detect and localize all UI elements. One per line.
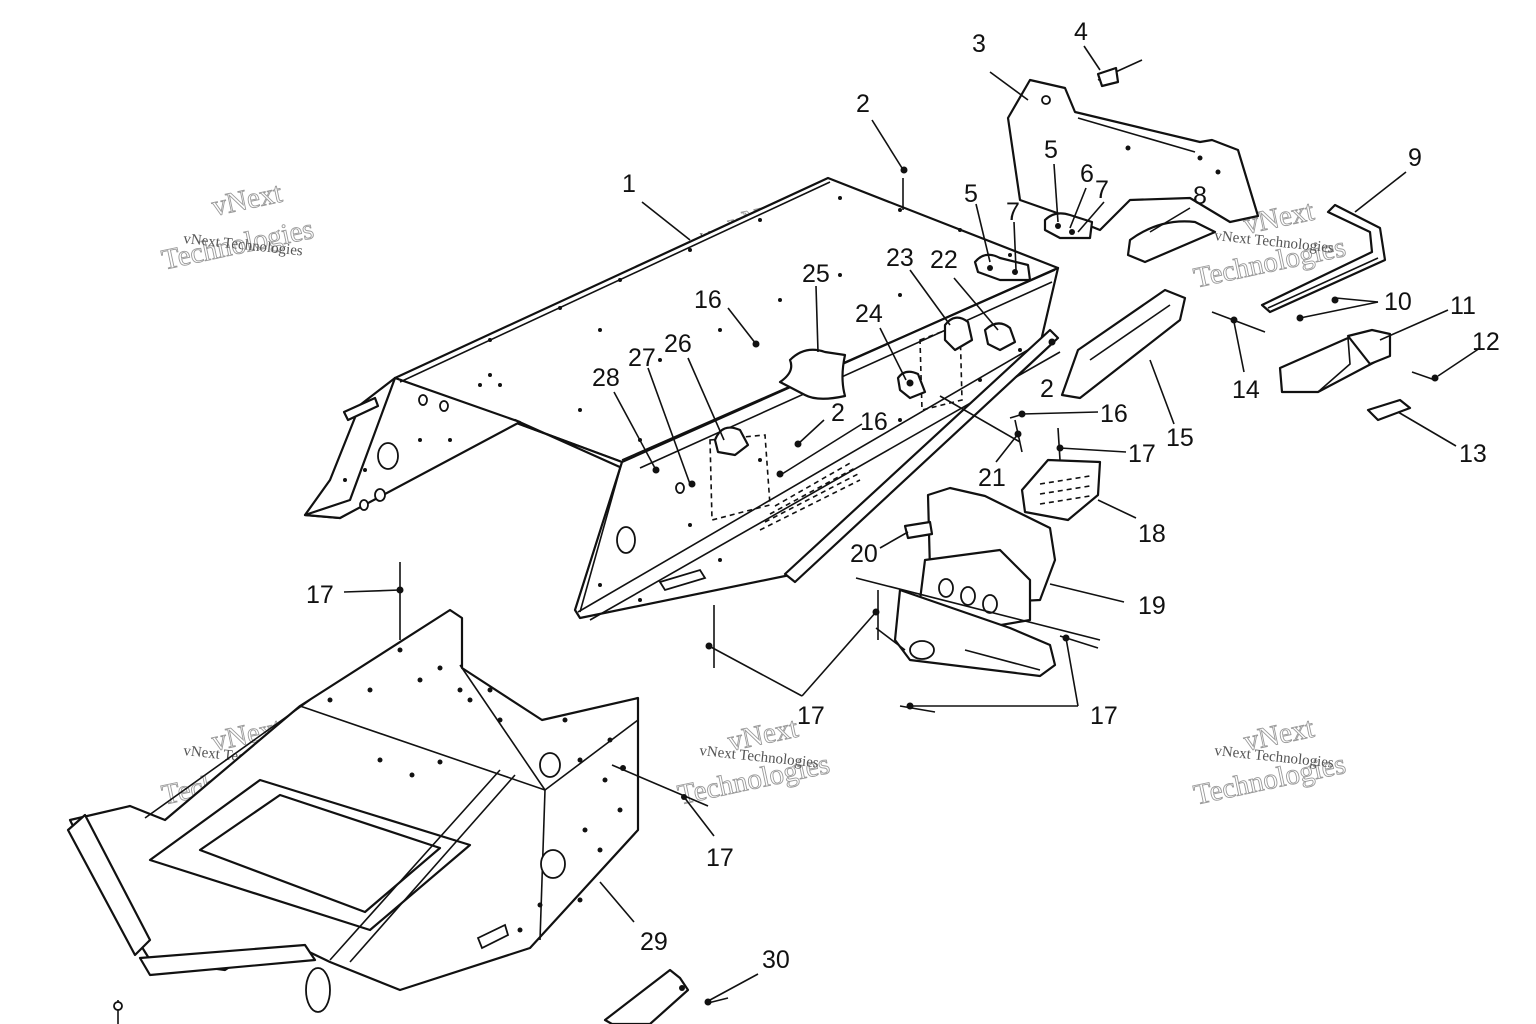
callout-28: 28 (592, 364, 620, 392)
part-1-tunnel (303, 176, 1094, 621)
part-18 (1020, 458, 1102, 522)
callout-17: 17 (706, 844, 734, 872)
callout-17: 17 (1128, 440, 1156, 468)
callout-4: 4 (1074, 18, 1088, 46)
callout-15: 15 (1166, 424, 1194, 452)
callout-7: 7 (1006, 198, 1020, 226)
callout-3: 3 (972, 30, 986, 58)
callout-2: 2 (856, 90, 870, 118)
part-22-plate (983, 322, 1017, 352)
callout-29: 29 (640, 928, 668, 956)
leader-lines (343, 45, 1481, 1001)
callout-11: 11 (1450, 292, 1476, 320)
callout-12: 12 (1472, 328, 1500, 356)
vent-slots (759, 461, 861, 531)
callout-18: 18 (1138, 520, 1166, 548)
callout-30: 30 (762, 946, 790, 974)
part-15-flap (1060, 288, 1187, 400)
callout-16: 16 (860, 408, 888, 436)
callout-2: 2 (831, 399, 845, 427)
part-30-bracket (603, 968, 690, 1024)
callout-5: 5 (964, 180, 978, 208)
part-29-bulkhead (66, 608, 640, 1013)
callout-25: 25 (802, 260, 830, 288)
callout-7: 7 (1095, 176, 1109, 204)
part-23-plate (943, 316, 974, 352)
part-13-decal (1366, 398, 1412, 422)
part-8 (1126, 220, 1217, 264)
callout-16: 16 (1100, 400, 1128, 428)
watermark-big-line1: vNext (209, 177, 285, 223)
callout-13: 13 (1459, 440, 1487, 468)
callout-24: 24 (855, 300, 883, 328)
callout-17: 17 (306, 581, 334, 609)
callout-27: 27 (628, 344, 656, 372)
part-9-rear-rail (1260, 203, 1387, 314)
callout-17: 17 (1090, 702, 1118, 730)
callout-14: 14 (1232, 376, 1260, 404)
part-19-mount (893, 486, 1057, 678)
part-11-taillight (1278, 328, 1392, 394)
callout-22: 22 (930, 246, 958, 274)
part-20-pin (903, 520, 934, 540)
callout-21: 21 (978, 464, 1006, 492)
callout-6: 6 (1080, 160, 1094, 188)
callout-16: 16 (694, 286, 722, 314)
callout-20: 20 (850, 540, 878, 568)
callout-5: 5 (1044, 136, 1058, 164)
part-26-plate (713, 426, 750, 457)
callout-10: 10 (1384, 288, 1412, 316)
callout-9: 9 (1408, 144, 1422, 172)
callout-8: 8 (1193, 182, 1207, 210)
callout-26: 26 (664, 330, 692, 358)
part-25-plate (778, 348, 847, 400)
callout-1: 1 (622, 170, 636, 198)
callout-19: 19 (1138, 592, 1166, 620)
callout-labels: 1 2 2 2 3 4 5 5 6 7 7 8 9 10 11 12 13 14… (306, 18, 1500, 974)
callout-17: 17 (797, 702, 825, 730)
callout-23: 23 (886, 244, 914, 272)
callout-2: 2 (1040, 375, 1054, 403)
rivet-dots (343, 196, 1022, 602)
